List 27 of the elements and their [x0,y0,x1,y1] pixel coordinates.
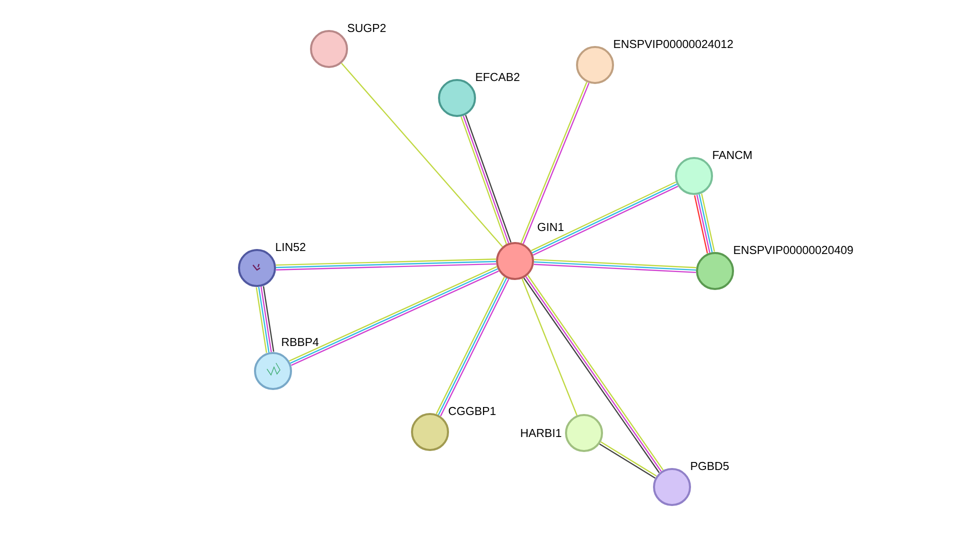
interaction-line [522,278,578,416]
node-label: LIN52 [276,242,306,252]
interaction-line [534,258,696,268]
node-label: FANCM [713,150,752,160]
interaction-line [696,194,710,253]
interaction-line [341,62,503,248]
interaction-line [534,264,696,274]
interaction-line [698,194,713,252]
interaction-line [258,286,270,352]
interaction-line [262,286,274,352]
node-label: EFCAB2 [476,72,520,82]
interaction-line [260,286,272,352]
interaction-line [276,260,496,268]
node-label: CGGBP1 [448,406,496,416]
interaction-line [256,287,268,353]
interaction-line [701,194,716,252]
interaction-line [534,261,696,271]
node-label: ENSPVIP00000024012 [614,40,733,48]
interaction-line [276,263,496,270]
interaction-line [694,195,708,254]
node-label: HARBI1 [521,429,562,437]
node-label: ENSPVIP00000020409 [734,246,853,254]
node-label: RBBP4 [282,338,319,346]
node-label: SUGP2 [348,24,386,32]
node-label: GIN1 [538,222,564,232]
interaction-line [276,258,496,266]
node-label: PGBD5 [691,462,729,470]
